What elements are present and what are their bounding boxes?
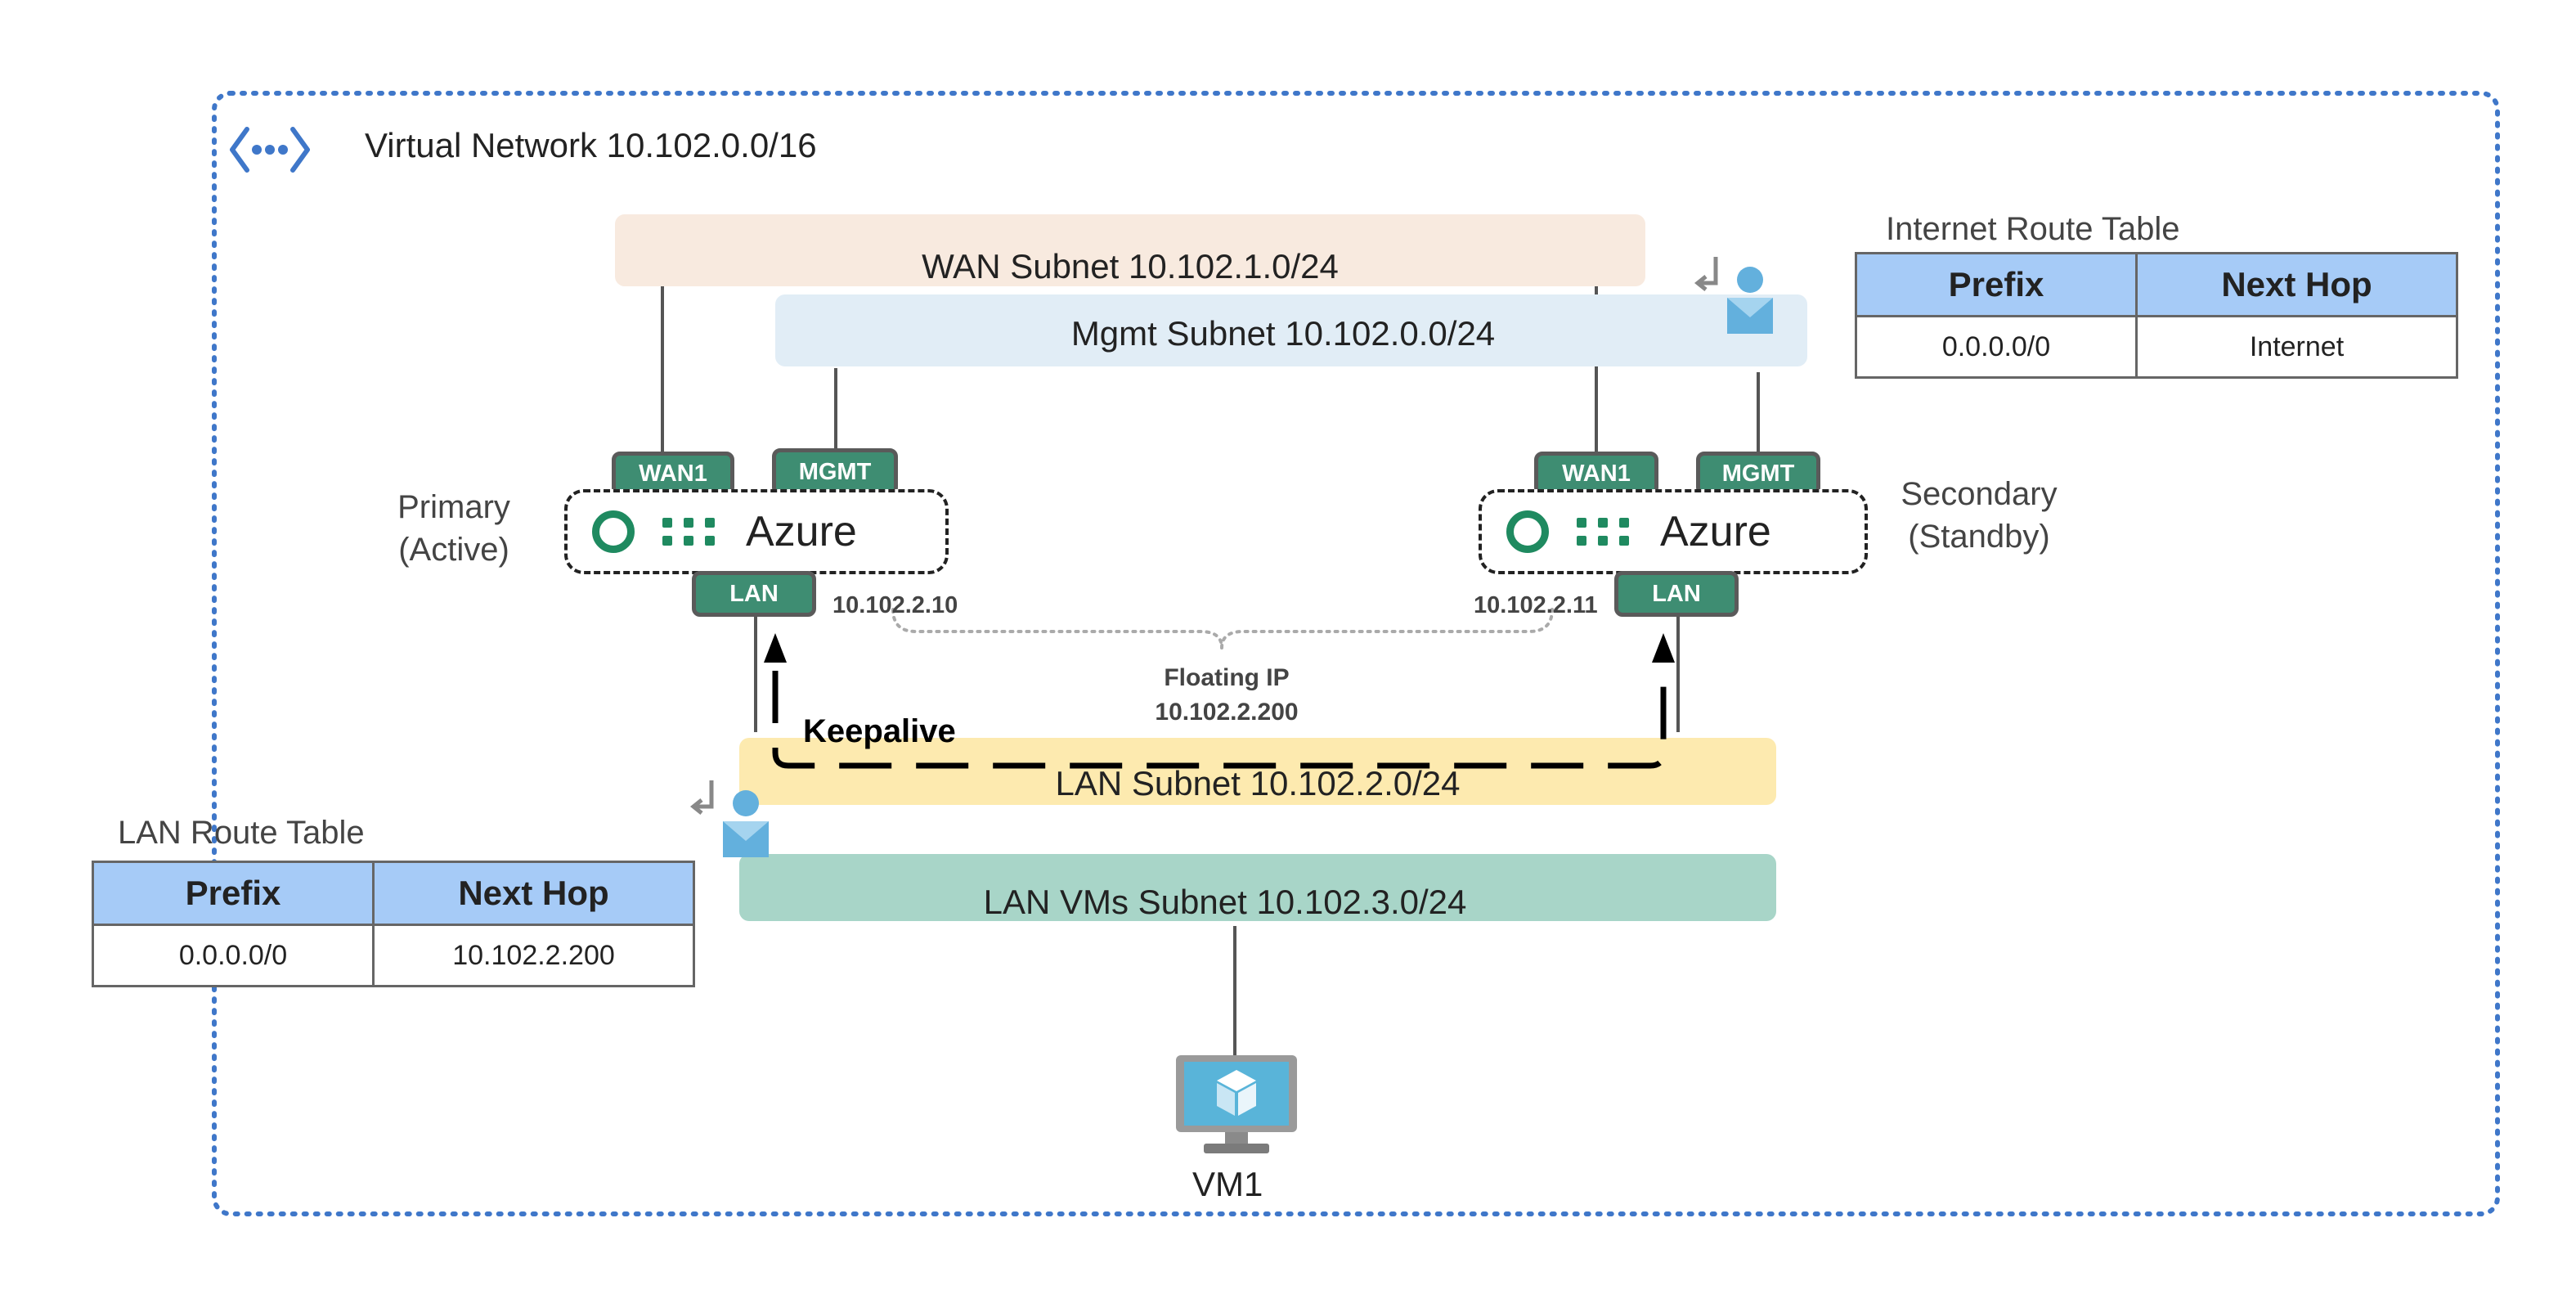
secondary-wan1-nic[interactable]: WAN1 [1534,452,1658,496]
secondary-firewall[interactable]: Azure [1479,489,1868,574]
brand-ring-icon [1506,510,1549,553]
mgmt-subnet: Mgmt Subnet 10.102.0.0/24 [775,294,1807,366]
table-cell: 0.0.0.0/0 [92,924,375,987]
route-table-icon [1693,252,1783,342]
wan-subnet: WAN Subnet 10.102.1.0/24 [615,214,1645,286]
primary-wan1-nic[interactable]: WAN1 [612,452,734,496]
brand-ring-icon [592,510,635,553]
lan-vms-subnet: LAN VMs Subnet 10.102.3.0/24 [739,854,1776,921]
primary-role-line1: Primary [397,489,510,525]
floating-ip-brace [891,608,1554,649]
secondary-brand: Azure [1660,508,1771,555]
keepalive-label: Keepalive [803,713,956,749]
primary-role: Primary (Active) [376,486,532,571]
primary-lan-ip: 10.102.2.10 [832,592,958,618]
secondary-role: Secondary (Standby) [1873,473,2085,558]
table-header: Next Hop [2135,252,2458,317]
brand-dots-icon [662,518,715,546]
table-row: 0.0.0.0/0 10.102.2.200 [92,924,695,987]
wan-subnet-label: WAN Subnet 10.102.1.0/24 [922,247,1339,285]
floating-ip-label: Floating IP [1164,664,1290,691]
secondary-lan-ip: 10.102.2.11 [1474,592,1598,618]
route-table-icon [689,775,779,865]
virtual-machine-icon[interactable] [1171,1052,1302,1158]
lan-subnet: LAN Subnet 10.102.2.0/24 [739,738,1776,805]
internet-route-table-title: Internet Route Table [1886,211,2180,247]
floating-ip-address: 10.102.2.200 [1155,699,1299,726]
secondary-role-line1: Secondary [1901,476,2058,512]
table-row: 0.0.0.0/0 Internet [1855,315,2458,379]
primary-lan-nic[interactable]: LAN [692,571,816,617]
floating-ip: Floating IP 10.102.2.200 [1096,661,1358,730]
secondary-lan-nic[interactable]: LAN [1614,571,1739,617]
primary-brand: Azure [746,508,857,555]
vnet-title: Virtual Network 10.102.0.0/16 [365,126,817,164]
table-cell: Internet [2135,315,2458,379]
lan-vms-subnet-label: LAN VMs Subnet 10.102.3.0/24 [983,883,1467,921]
table-header: Next Hop [372,861,695,926]
table-header: Prefix [92,861,375,926]
secondary-role-line2: (Standby) [1908,519,2050,555]
table-cell: 10.102.2.200 [372,924,695,987]
virtual-network-icon [227,123,312,177]
lan-route-table: Prefix Next Hop 0.0.0.0/0 10.102.2.200 [92,861,695,987]
primary-firewall[interactable]: Azure [564,489,949,574]
brand-dots-icon [1577,518,1629,546]
vnet-boundary [212,91,2500,1216]
mgmt-subnet-label: Mgmt Subnet 10.102.0.0/24 [1070,314,1496,353]
lan-subnet-label: LAN Subnet 10.102.2.0/24 [1055,764,1461,802]
table-header: Prefix [1855,252,2138,317]
internet-route-table: Prefix Next Hop 0.0.0.0/0 Internet [1855,252,2458,379]
lan-route-table-title: LAN Route Table [118,815,365,851]
table-cell: 0.0.0.0/0 [1855,315,2138,379]
vm-label: VM1 [1192,1165,1263,1203]
primary-role-line2: (Active) [398,532,509,568]
